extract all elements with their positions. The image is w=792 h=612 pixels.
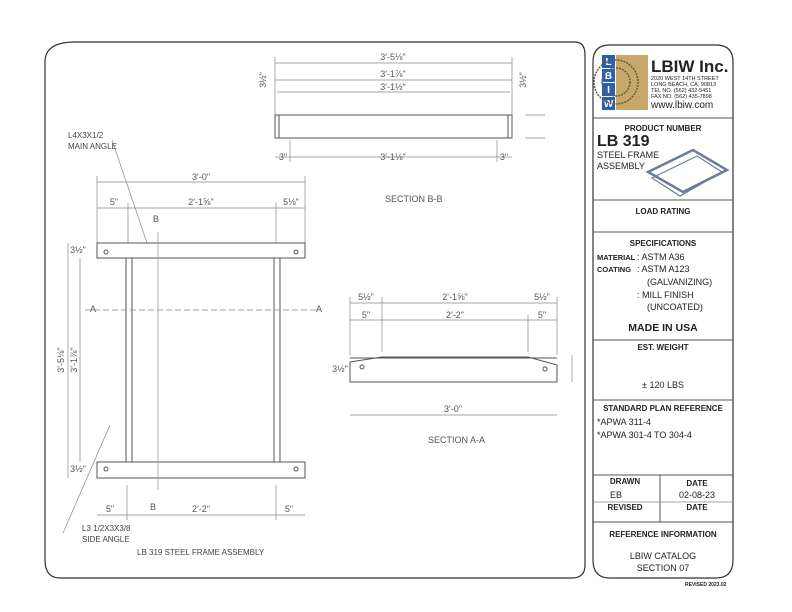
aa-row2-left: 5" [362,310,370,320]
section-b-mark-top: B [153,214,159,224]
lbiw-logo: L B I W [593,55,648,110]
load-rating-label: LOAD RATING [636,207,691,216]
svg-text:B: B [605,71,612,82]
std-plan-label: STANDARD PLAN REFERENCE [603,404,724,413]
drawn-label: DRAWN [610,477,640,486]
section-bb-label: SECTION B-B [385,194,443,204]
made-in-usa: MADE IN USA [628,322,698,334]
product-name-1: STEEL FRAME [597,150,659,160]
bb-bottom-dim: 3'-1⅛" [380,152,405,162]
plan-end-bottom: 3½" [70,464,86,474]
section-a-mark-right: A [316,304,322,314]
bb-left-end: 3" [279,152,287,162]
section-b-mark-bottom: B [150,502,156,512]
plan-inner-height: 3'-1⅞" [69,347,79,372]
drawing-border [44,41,586,579]
title-block: L B I W LBIW Inc. 2020 WEST 14TH STREET … [592,44,734,588]
plan-bottom-left: 5" [106,504,114,514]
std-plan-2: *APWA 301-4 TO 304-4 [597,430,692,440]
plan-end-top: 3½" [70,245,86,255]
est-weight-label: EST. WEIGHT [637,343,688,352]
tel: TEL NO. (562) 432-5451 [651,88,711,94]
bb-dim-3: 3'-1½" [380,82,405,92]
bb-dim-1: 3'-5⅛" [380,52,405,62]
product-name-2: ASSEMBLY [597,161,645,171]
aa-height: 3½" [332,364,348,374]
drawn-date-label: DATE [686,479,708,488]
est-weight-value: ± 120 LBS [642,380,684,390]
material-value: : ASTM A36 [637,252,685,262]
reference-label: REFERENCE INFORMATION [609,530,717,539]
section-a-a: 5½" 2'-1⅝" 5½" 5" 2'-2" 5" 3'-0" 3½" SEC… [332,292,573,445]
reference-1: LBIW CATALOG [630,551,696,561]
website[interactable]: www.lbiw.com [650,100,713,111]
svg-text:L: L [605,57,611,68]
drawn-date: 02-08-23 [679,490,715,500]
aa-top-left: 5½" [358,292,374,302]
coating-value-3: : MILL FINISH [637,290,694,300]
section-b-b: 3'-5⅛" 3'-1⅞" 3'-1½" 3'-1⅛" 3" 3" 3½" 3½… [258,52,545,204]
plan-left-offset: 5" [110,197,118,207]
bb-side-left: 3½" [258,72,268,88]
svg-text:I: I [607,85,610,96]
bb-side-right: 3½" [518,72,528,88]
side-angle-label-2: SIDE ANGLE [82,535,130,544]
coating-value-1: : ASTM A123 [637,264,690,274]
frame-isometric-image [645,148,730,197]
aa-row2-right: 5" [538,310,546,320]
main-angle-label-2: MAIN ANGLE [68,142,117,151]
section-aa-label: SECTION A-A [428,435,485,445]
coating-value-4: (UNCOATED) [647,302,703,312]
svg-text:W: W [604,99,614,110]
product-number: LB 319 [597,133,650,150]
std-plan-1: *APWA 311-4 [597,417,651,427]
plan-bottom-right: 5" [285,504,293,514]
plan-view: 3'-0" 5" 2'-1⅝" 5⅛" 5" 2'-2" 5" 3'-5⅛" 3… [56,131,322,557]
aa-overall: 3'-0" [444,404,462,414]
coating-value-2: (GALVANIZING) [647,277,712,287]
material-label: MATERIAL [597,253,636,262]
footer-code: REVISED 2023.02 [685,582,727,588]
drawing-title: LB 319 STEEL FRAME ASSEMBLY [137,548,265,557]
section-a-mark-left: A [90,304,96,314]
coating-label: COATING [597,265,631,274]
product-number-label: PRODUCT NUMBER [625,124,702,133]
revised-label: REVISED [607,503,642,512]
bb-dim-2: 3'-1⅞" [380,69,405,79]
plan-bottom-middle: 2'-2" [192,504,210,514]
plan-right-offset: 5⅛" [283,197,299,207]
main-angle-label-1: L4X3X1/2 [68,131,104,140]
aa-top-mid: 2'-1⅝" [442,292,467,302]
plan-middle-width: 2'-1⅝" [188,197,213,207]
revised-date-label: DATE [686,503,708,512]
specifications-label: SPECIFICATIONS [630,239,697,248]
company-name: LBIW Inc. [651,57,728,76]
reference-2: SECTION 07 [637,563,690,573]
plan-overall-height: 3'-5⅛" [56,347,66,372]
aa-row2-mid: 2'-2" [446,310,464,320]
aa-top-right: 5½" [534,292,550,302]
plan-overall-width: 3'-0" [192,172,210,182]
side-angle-label-1: L3 1/2X3X3/8 [82,524,131,533]
bb-right-end: 3" [500,152,508,162]
address-line1: 2020 WEST 14TH STREET [651,76,719,82]
drawn-by: EB [610,490,622,500]
fax: FAX NO. (562) 435-7898 [651,94,712,100]
address-line2: LONG BEACH, CA, 90813 [651,82,716,88]
